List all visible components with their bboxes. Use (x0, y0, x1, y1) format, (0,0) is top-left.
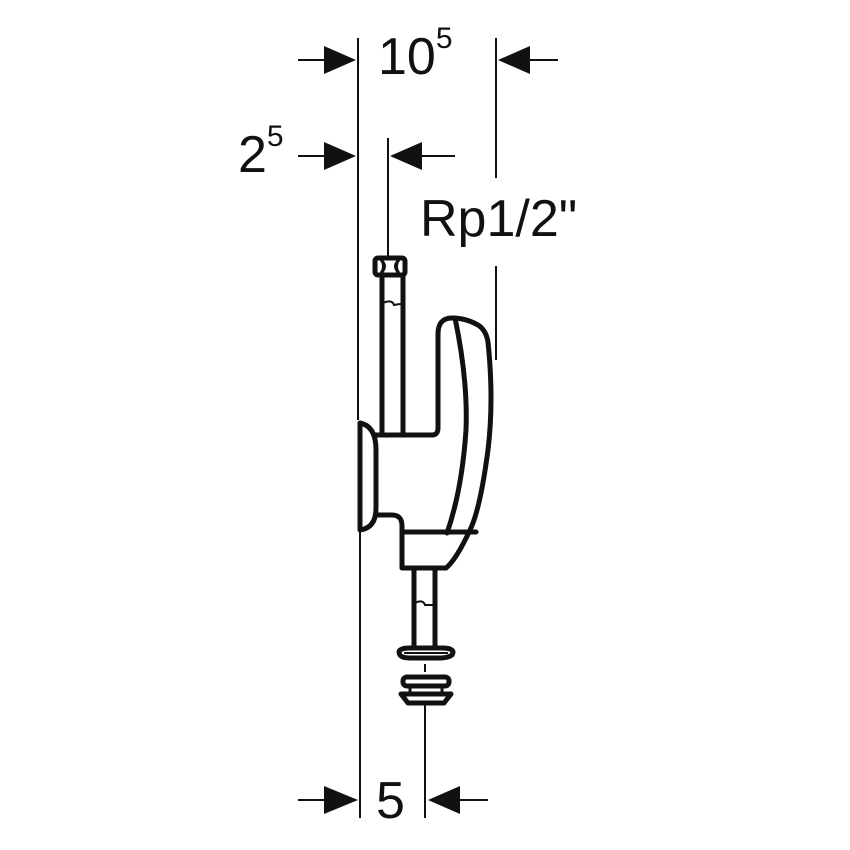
lower-pipe (411, 565, 438, 651)
dimension-top-value: 10 (378, 28, 436, 86)
thread-label: Rp1/2" (420, 190, 577, 248)
dimension-bottom-value: 5 (376, 772, 405, 830)
dimension-offset: 25 (238, 120, 455, 184)
hex-nut-icon (372, 255, 408, 278)
dimension-top-width: 105 (298, 22, 558, 86)
arrow-left-icon (428, 786, 460, 814)
svg-text:105: 105 (378, 22, 453, 86)
valve-body (373, 315, 494, 571)
arrow-right-icon (324, 786, 358, 814)
dimension-bottom-width: 5 (298, 772, 488, 830)
arrow-right-icon (324, 142, 356, 170)
valve-handle-inner-line (444, 315, 469, 536)
lower-flange (396, 645, 456, 661)
dimension-top-superscript: 5 (436, 22, 453, 55)
arrow-right-icon (324, 46, 356, 74)
upper-pipe (379, 273, 406, 438)
arrow-left-icon (390, 142, 422, 170)
dimension-offset-value: 2 (238, 126, 267, 184)
dimension-offset-superscript: 5 (267, 120, 284, 153)
valve-assembly (357, 255, 494, 706)
seal-plug (398, 674, 454, 706)
svg-text:25: 25 (238, 120, 284, 184)
wall-rosette (357, 420, 379, 533)
arrow-left-icon (498, 46, 530, 74)
